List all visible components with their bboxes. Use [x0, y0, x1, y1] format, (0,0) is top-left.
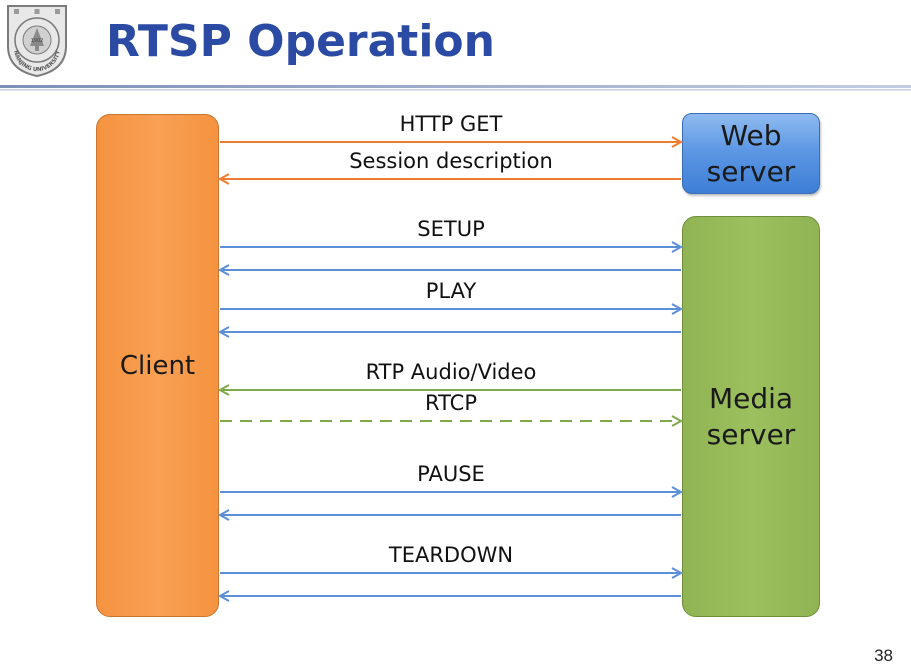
message-arrow-head	[217, 384, 230, 396]
message-label: HTTP GET	[399, 112, 503, 136]
message-arrow-head	[671, 567, 684, 579]
message-arrow-head	[217, 326, 230, 338]
message-arrow-head	[217, 509, 230, 521]
message-label: PAUSE	[417, 462, 485, 486]
message-arrow-head	[217, 264, 230, 276]
message-label: Session description	[349, 149, 553, 173]
media-server-box: Media server	[682, 216, 820, 617]
slide-title: RTSP Operation	[106, 16, 495, 67]
message-label: RTCP	[425, 391, 477, 415]
media-server-label: Media server	[706, 381, 796, 451]
web-server-box: Web server	[682, 113, 820, 194]
message-arrow-head	[671, 303, 684, 315]
message-arrow-head	[671, 486, 684, 498]
client-box: Client	[96, 114, 219, 617]
university-logo: NANJING UNIVERSITY 1902	[7, 5, 67, 78]
message-label: TEARDOWN	[388, 543, 514, 567]
message-label: SETUP	[417, 217, 485, 241]
logo-year: 1902	[31, 38, 44, 44]
message-arrow-head	[671, 415, 684, 427]
message-arrow-head	[671, 136, 684, 148]
message-label: RTP Audio/Video	[365, 360, 537, 384]
web-server-label: Web server	[706, 118, 796, 188]
message-arrow-head	[217, 173, 230, 185]
message-arrow-head	[671, 241, 684, 253]
message-arrow-head	[217, 590, 230, 602]
client-label: Client	[119, 350, 196, 381]
message-label: PLAY	[425, 279, 477, 303]
page-number: 38	[874, 646, 893, 665]
title-divider	[0, 85, 911, 91]
